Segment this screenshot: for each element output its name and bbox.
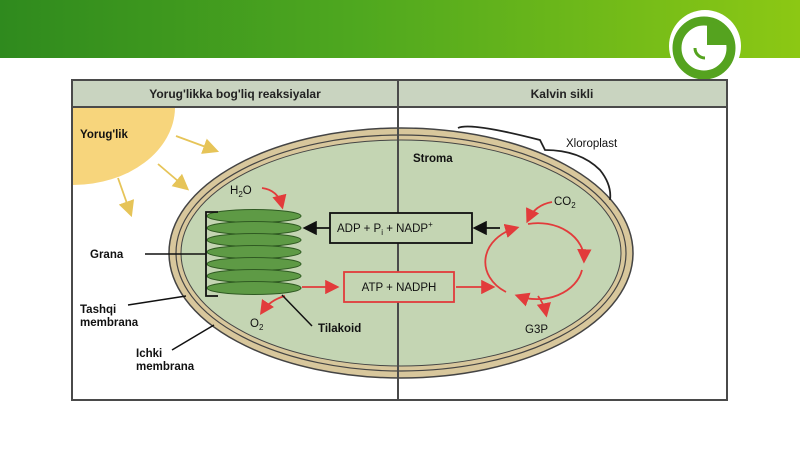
label-chloroplast: Xloroplast: [566, 138, 618, 150]
label-stroma: Stroma: [413, 153, 453, 165]
header-calvin-cycle: Kalvin sikli: [531, 87, 594, 101]
label-o2: O2: [250, 318, 264, 332]
top-banner: [0, 0, 800, 58]
adp-text: ADP + Pi + NADP+: [337, 220, 433, 237]
header-light-reactions: Yorug'likka bog'liq reaksiyalar: [149, 87, 321, 101]
logo-icon: [669, 10, 741, 82]
arrow-o2: [260, 295, 286, 315]
label-grana: Grana: [90, 249, 124, 261]
label-co2: CO2: [554, 196, 576, 210]
chloroplast-bracket: [457, 125, 612, 201]
header-row: [73, 81, 726, 107]
label-h2o: H2O: [230, 185, 252, 199]
sun-icon: [73, 108, 175, 185]
arrow-h2o: [261, 187, 287, 210]
stroma-area: [180, 139, 622, 367]
label-inner-membrane-1: Ichki: [136, 348, 162, 360]
atp-text: ATP + NADPH: [362, 282, 437, 294]
label-thylakoid: Tilakoid: [318, 323, 361, 335]
sun-ray: [175, 135, 220, 154]
label-outer-membrane-1: Tashqi: [80, 304, 116, 316]
grana-stack: [206, 209, 302, 295]
arrow-g3p: [536, 295, 551, 318]
sun-ray: [157, 163, 190, 191]
label-outer-membrane-2: membrana: [80, 317, 139, 329]
label-light: Yorug'lik: [80, 129, 128, 141]
atp-box: [343, 271, 455, 303]
adp-box: [329, 212, 473, 244]
arrow-co2: [526, 201, 553, 224]
label-g3p: G3P: [525, 324, 548, 336]
label-inner-membrane-2: membrana: [136, 361, 195, 373]
sun-ray: [117, 177, 135, 218]
